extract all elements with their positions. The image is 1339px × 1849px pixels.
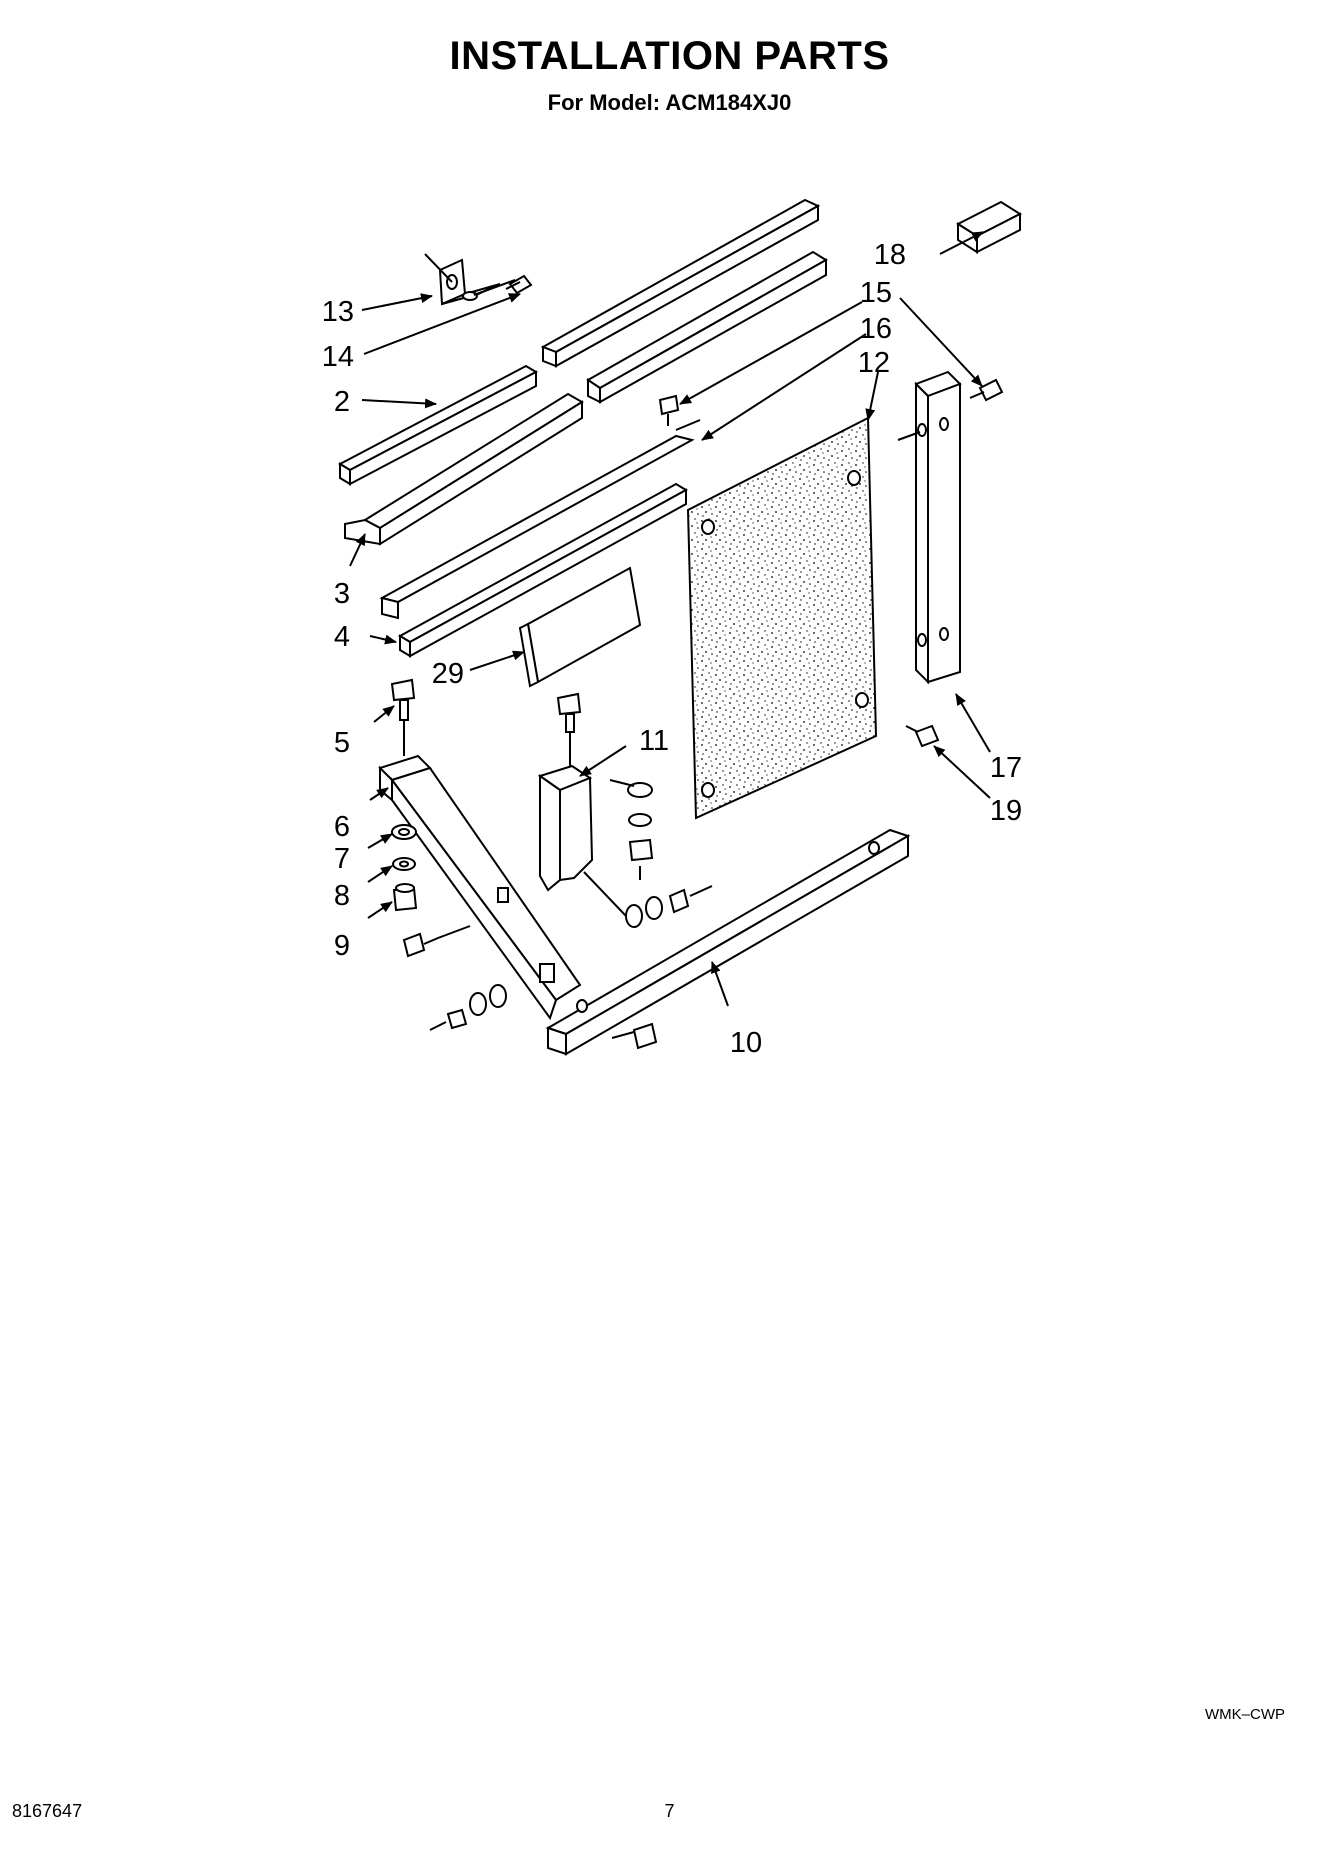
part-11-bracket: [537, 764, 594, 892]
part-19-screw: [905, 724, 940, 748]
callout-13: 13: [322, 296, 354, 328]
part-8-lockwasher: [392, 857, 416, 871]
part-bolt-lower-left: [402, 925, 471, 958]
part-10-rail: [545, 828, 911, 1056]
part-15-channel: [586, 250, 828, 404]
model-subtitle: For Model: ACM184XJ0: [547, 90, 792, 115]
part-2-rail: [337, 364, 539, 486]
part-29-pad: [518, 566, 642, 688]
callout-11: 11: [639, 725, 669, 757]
page-title: INSTALLATION PARTS: [449, 34, 890, 78]
part-9-nut: [392, 883, 418, 912]
callout-10: 10: [730, 1027, 762, 1059]
callout-15: 15: [860, 277, 892, 309]
callout-2: 2: [334, 386, 350, 418]
callout-12: 12: [858, 347, 890, 379]
part-5-bolt: [390, 678, 416, 756]
part-7-washer: [391, 824, 417, 840]
part-14-screw: [505, 274, 533, 295]
part-17-angle: [897, 370, 962, 685]
callout-16: 16: [860, 313, 892, 345]
part-screw-mid: [658, 394, 680, 426]
callout-29: 29: [432, 658, 464, 690]
part-washer-row-bottom: [429, 984, 507, 1031]
part-18-block: [955, 200, 1023, 254]
callout-19: 19: [990, 795, 1022, 827]
callout-17: 17: [990, 752, 1022, 784]
callout-6: 6: [334, 811, 350, 843]
drawing-code: WMK–CWP: [1205, 1706, 1285, 1723]
callout-7: 7: [334, 843, 350, 875]
callout-5: 5: [334, 727, 350, 759]
document-number: 8167647: [12, 1801, 83, 1821]
part-6-support-arm: [378, 754, 582, 1021]
callout-14: 14: [322, 341, 354, 373]
leader-arrows: [349, 231, 991, 1007]
callout-8: 8: [334, 880, 350, 912]
part-16-strip: [379, 419, 701, 620]
part-washer-row-middle: [583, 871, 713, 928]
part-12-panel: [686, 416, 878, 820]
part-4-strip: [397, 482, 689, 658]
callout-labels: 18 15 16 12 13 14 2 3 4 29 5 11 6 7 8 9 …: [322, 239, 1022, 1059]
part-top-rail: [540, 198, 821, 368]
callout-18: 18: [874, 239, 906, 271]
part-15-screw: [969, 378, 1004, 402]
callout-4: 4: [334, 621, 350, 653]
callout-3: 3: [334, 578, 350, 610]
part-11-bolt: [556, 692, 582, 770]
part-washer-stack-right: [609, 779, 654, 880]
page-number: 7: [664, 1801, 675, 1821]
callout-9: 9: [334, 930, 350, 962]
part-13-bracket: [424, 253, 516, 306]
part-3-channel: [344, 392, 584, 546]
